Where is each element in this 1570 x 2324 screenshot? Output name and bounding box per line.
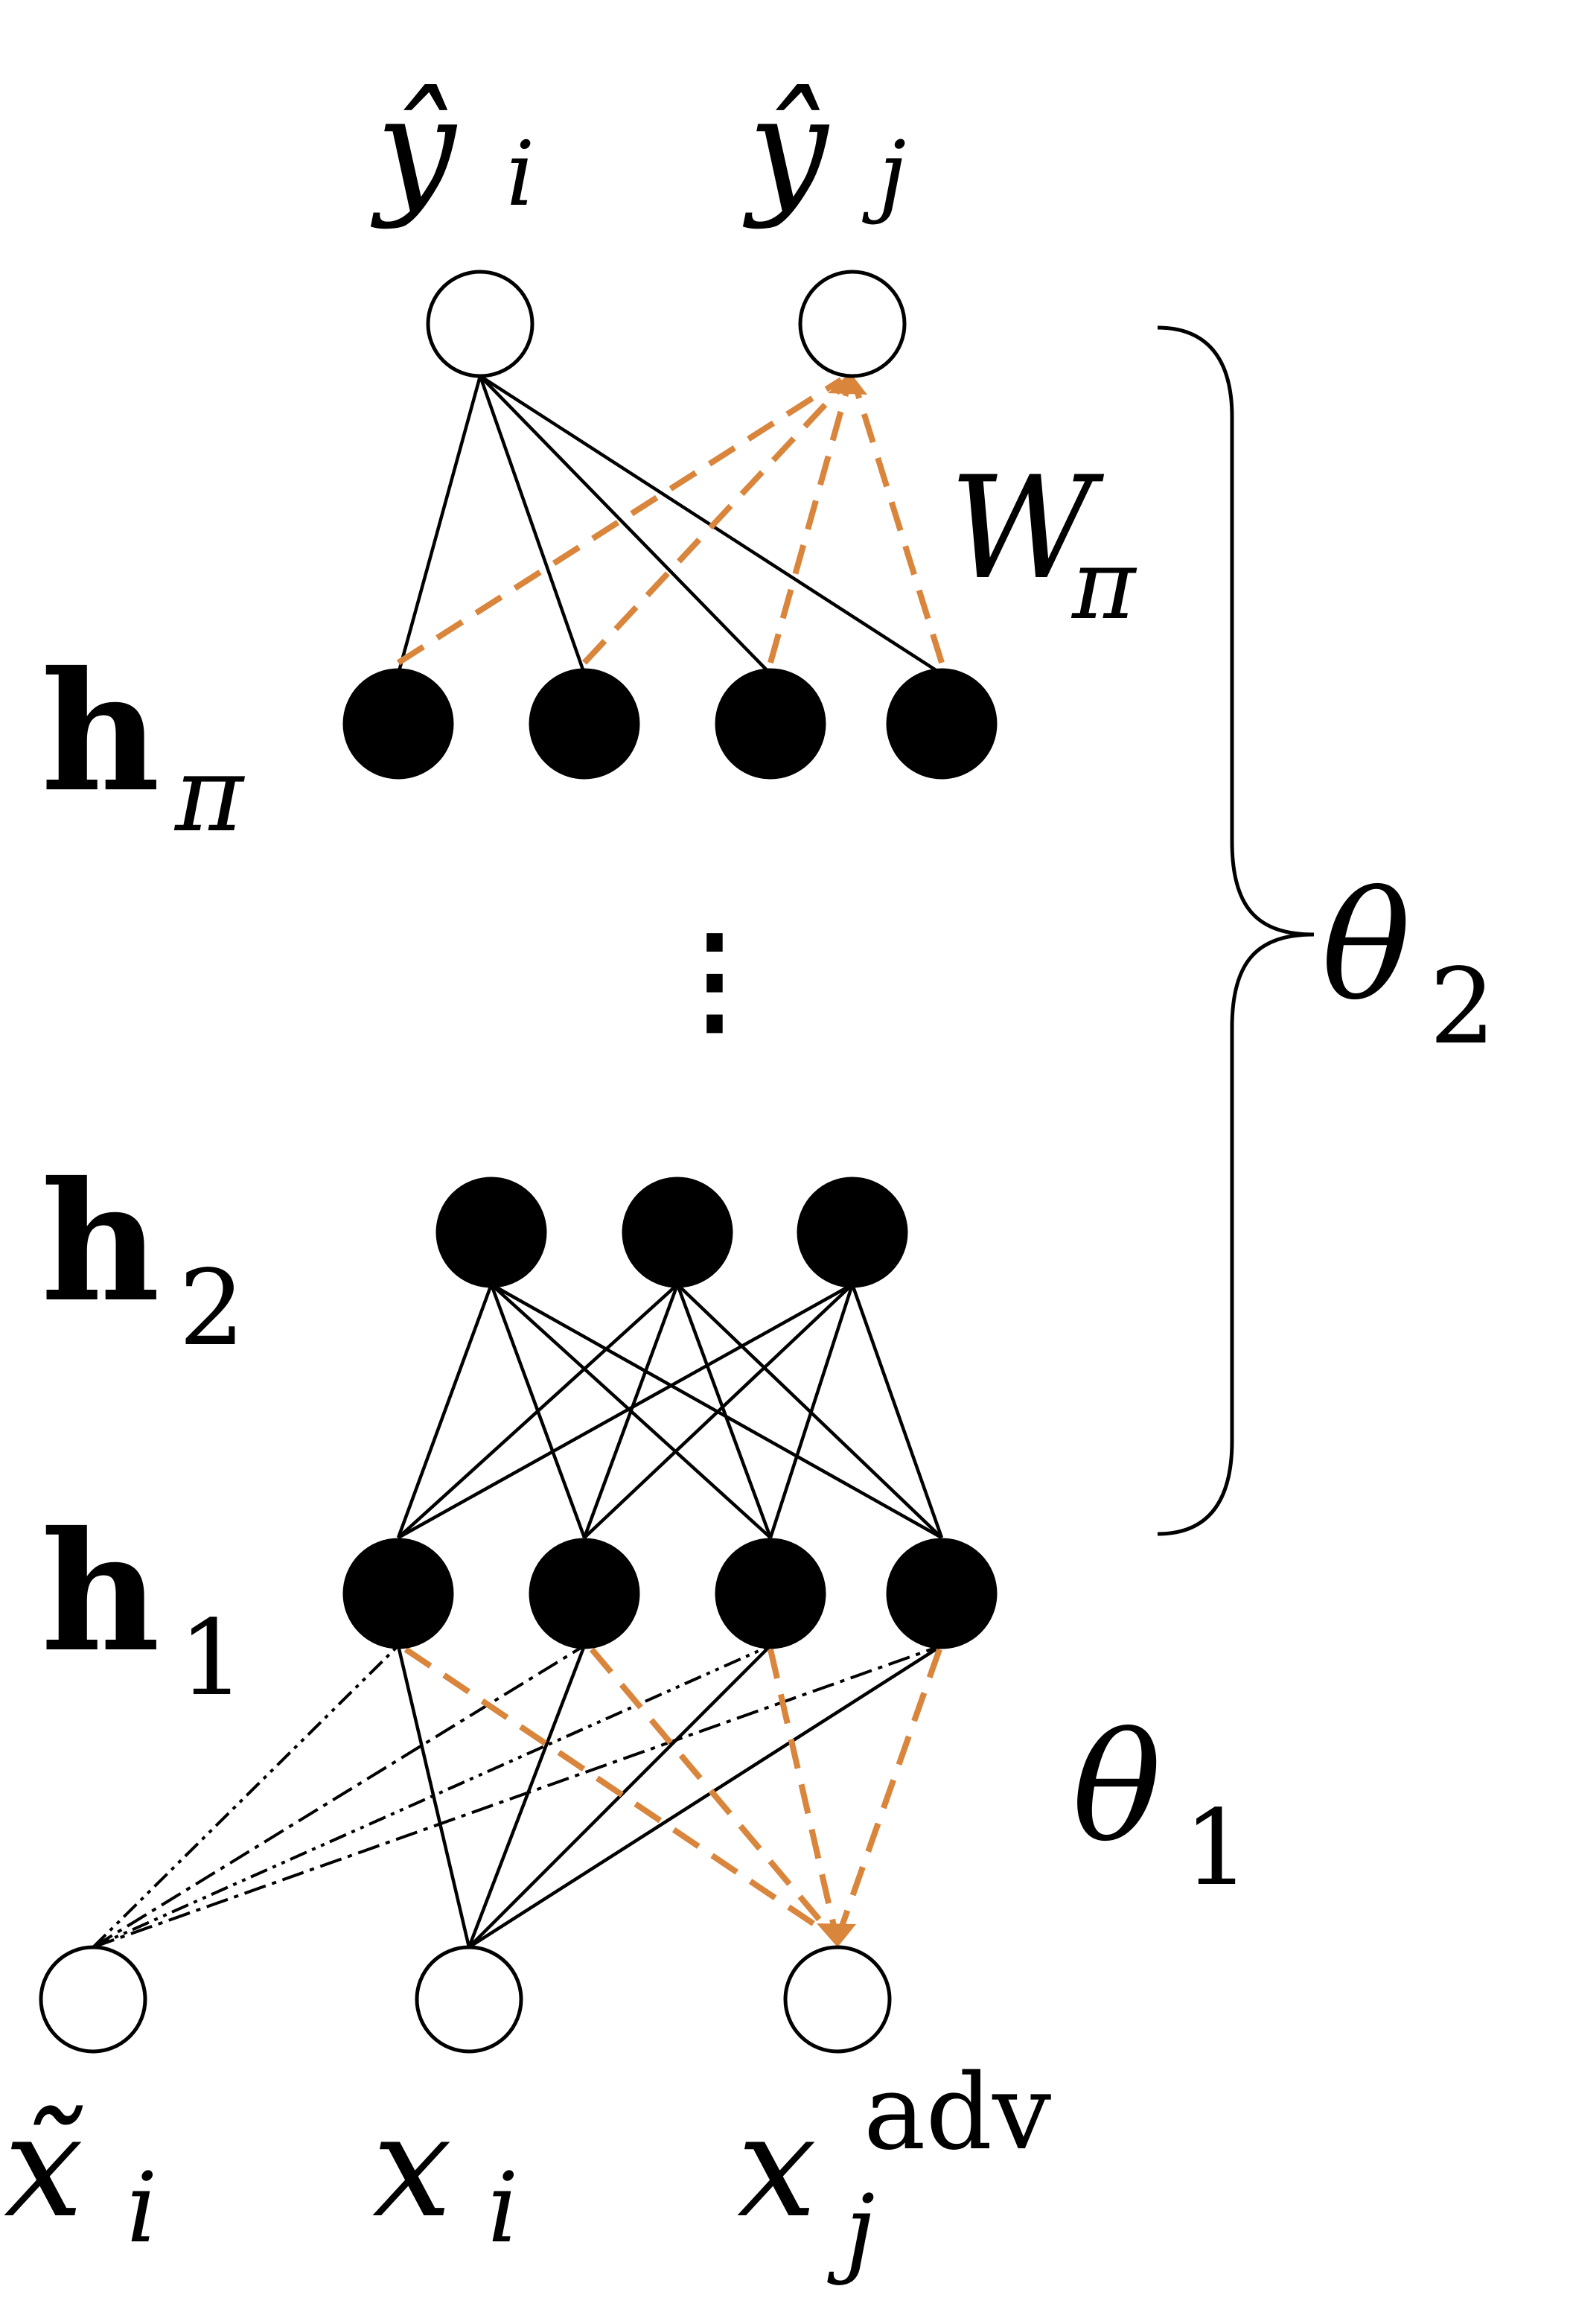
edge-orange-hpi4-yj — [852, 382, 945, 664]
node-h1-2 — [529, 1538, 640, 1649]
input-layer — [39, 1945, 892, 2054]
label-theta-1-sub: 1 — [1184, 1788, 1250, 1909]
edges-xtilde-to-h1 — [92, 1644, 942, 1949]
edges-h1-to-h2 — [396, 1283, 944, 1539]
layer-h-pi — [342, 668, 998, 780]
node-hpi-1 — [342, 668, 454, 780]
edge-orange-h13-xadv — [768, 1649, 838, 1933]
node-hpi-3 — [715, 668, 826, 780]
edge-yi-hpi2 — [478, 375, 587, 675]
edge-orange-hpi3-yj — [768, 382, 852, 664]
layer-h1 — [342, 1538, 998, 1649]
node-h1-4 — [886, 1538, 998, 1649]
label-h-2-sub: 2 — [179, 1248, 245, 1369]
edge-yi-hpi1 — [396, 375, 482, 675]
edge-xt-h12 — [92, 1644, 586, 1949]
edges-output-to-hpi — [396, 375, 943, 675]
node-yj — [798, 270, 907, 378]
label-x-i: x — [372, 2084, 452, 2249]
label-x-tilde-i-sub: i — [127, 2151, 158, 2264]
label-y-j-sub: j — [862, 123, 906, 226]
label-y-j: ŷ — [742, 66, 830, 231]
edges-orange-hpi-to-yj — [396, 372, 945, 666]
label-x-adv-j-sup: adv — [864, 2052, 1051, 2174]
label-h-2: h — [41, 1145, 160, 1338]
node-h2-2 — [622, 1177, 733, 1288]
label-theta-2: θ — [1321, 860, 1411, 1034]
edge-orange-hpi1-yj — [396, 377, 843, 666]
label-w-pi-sub: π — [1070, 528, 1137, 641]
node-yi — [426, 270, 534, 378]
edge-h23-h12 — [583, 1283, 854, 1539]
edge-orange-h14-xadv — [837, 1648, 942, 1934]
node-x-adv-j — [783, 1945, 892, 2054]
edge-xi-h12 — [467, 1645, 587, 1948]
label-h-1-sub: 1 — [179, 1598, 245, 1719]
arrowhead-xadv — [817, 1923, 856, 1947]
label-theta-1: θ — [1072, 1701, 1161, 1875]
edges-orange-h1-to-xadv — [403, 1646, 942, 1947]
node-x-i — [415, 1945, 523, 2054]
node-h2-3 — [797, 1177, 908, 1288]
label-h-pi-sub: π — [173, 734, 246, 856]
node-h1-3 — [715, 1538, 826, 1649]
label-h-1: h — [41, 1495, 160, 1688]
edge-h22-h11 — [397, 1283, 679, 1539]
node-h1-1 — [342, 1538, 454, 1649]
label-y-i-sub: i — [506, 123, 534, 226]
label-theta-2-sub: 2 — [1429, 946, 1496, 1068]
edge-h22-h12 — [582, 1284, 680, 1538]
label-x-tilde-i: x̃ — [4, 2084, 83, 2249]
label-x-adv-j: x — [737, 2084, 817, 2249]
node-hpi-4 — [886, 668, 998, 780]
label-x-i-sub: i — [488, 2151, 519, 2264]
node-x-tilde-i — [39, 1945, 147, 2054]
edge-h23-h14 — [850, 1284, 944, 1538]
edge-orange-h12-xadv — [589, 1647, 833, 1935]
edge-h23-h11 — [397, 1283, 854, 1539]
edge-h22-h13 — [675, 1284, 773, 1538]
edge-xi-h14 — [468, 1644, 943, 1949]
edge-h22-h14 — [676, 1283, 943, 1539]
vertical-ellipsis: ⋮ — [655, 908, 774, 1048]
label-h-pi: h — [41, 635, 160, 828]
edge-xt-h14 — [92, 1644, 942, 1949]
edge-h23-h13 — [768, 1284, 855, 1538]
edge-yi-hpi3 — [479, 375, 772, 675]
edge-xt-h11 — [92, 1644, 400, 1949]
node-hpi-2 — [529, 668, 640, 780]
node-h2-1 — [435, 1177, 547, 1288]
theta2-brace — [1157, 325, 1315, 1536]
layer-h2 — [435, 1177, 908, 1288]
edge-xt-h13 — [92, 1644, 771, 1949]
edge-orange-h11-xadv — [403, 1646, 829, 1935]
edge-h21-h11 — [396, 1284, 494, 1538]
label-w-pi: W — [949, 446, 1105, 611]
output-layer — [426, 270, 907, 378]
arrowhead-yj — [828, 372, 867, 395]
label-x-adv-j-sub: j — [827, 2174, 875, 2287]
label-y-i: ŷ — [370, 66, 458, 231]
edge-orange-hpi2-yj — [582, 381, 847, 665]
